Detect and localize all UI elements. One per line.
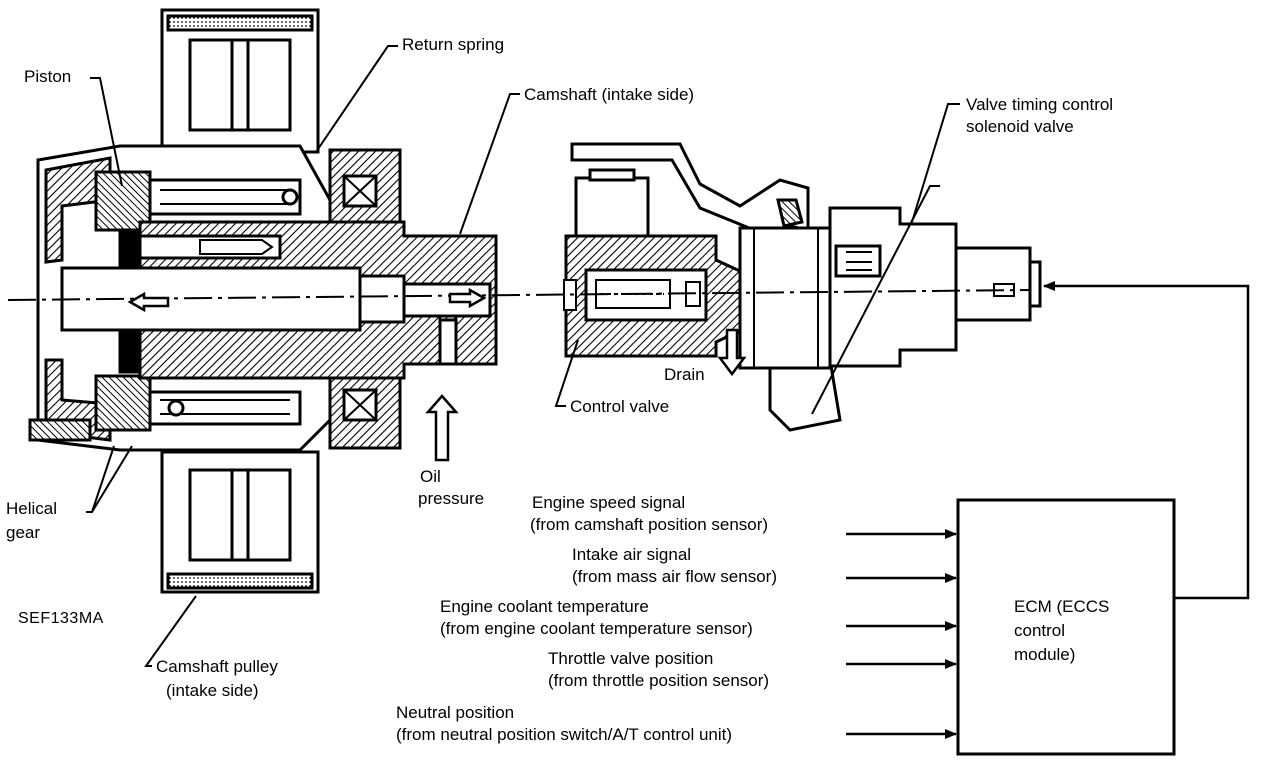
camshaft xyxy=(60,220,498,380)
label-solenoid-line1: Valve timing control xyxy=(966,95,1114,114)
solenoid-valve xyxy=(738,206,1042,370)
label-piston: Piston xyxy=(24,67,72,86)
camshaft-pulley xyxy=(160,8,320,594)
oil-pressure-arrow xyxy=(425,394,459,462)
ecm-label-line3: module) xyxy=(1014,645,1076,664)
label-oil-line1: Oil xyxy=(420,467,441,486)
label-pulley-line2: (intake side) xyxy=(166,681,259,700)
mounting-bracket xyxy=(570,142,842,432)
flow-arrows xyxy=(127,287,487,313)
ecm-output-wire xyxy=(1043,281,1250,600)
leader-lines xyxy=(86,45,960,667)
label-return-spring: Return spring xyxy=(402,35,505,54)
signal-throttle-title: Throttle valve position xyxy=(548,649,714,668)
signal-neutral-title: Neutral position xyxy=(396,703,515,722)
signal-coolant-title: Engine coolant temperature xyxy=(440,597,649,616)
label-control-valve: Control valve xyxy=(570,397,670,416)
signal-intake-air-title: Intake air signal xyxy=(572,545,692,564)
ecm-label-line2: control xyxy=(1014,621,1066,640)
label-helical-line1: Helical xyxy=(6,499,58,518)
ecm-label-line1: ECM (ECCS xyxy=(1014,597,1110,616)
label-helical-line2: gear xyxy=(6,523,41,542)
signal-engine-speed-source: (from camshaft position sensor) xyxy=(530,515,769,534)
bearing-housing xyxy=(328,148,402,450)
signal-engine-speed-title: Engine speed signal xyxy=(532,493,686,512)
ecm-box xyxy=(956,498,1176,756)
label-pulley-line1: Camshaft pulley xyxy=(156,657,278,676)
drain-arrow xyxy=(717,328,747,377)
signal-intake-air-source: (from mass air flow sensor) xyxy=(572,567,777,586)
label-camshaft-intake: Camshaft (intake side) xyxy=(524,85,695,104)
figure-code: SEF133MA xyxy=(18,610,104,627)
signal-neutral-source: (from neutral position switch/A/T contro… xyxy=(396,725,733,744)
control-valve xyxy=(563,168,744,358)
label-oil-line2: pressure xyxy=(418,489,485,508)
signal-arrows xyxy=(846,529,957,739)
label-solenoid-line2: solenoid valve xyxy=(966,117,1074,136)
center-line xyxy=(7,289,1031,301)
signal-coolant-source: (from engine coolant temperature sensor) xyxy=(440,619,753,638)
label-drain: Drain xyxy=(664,365,705,384)
signal-throttle-source: (from throttle position sensor) xyxy=(548,671,770,690)
